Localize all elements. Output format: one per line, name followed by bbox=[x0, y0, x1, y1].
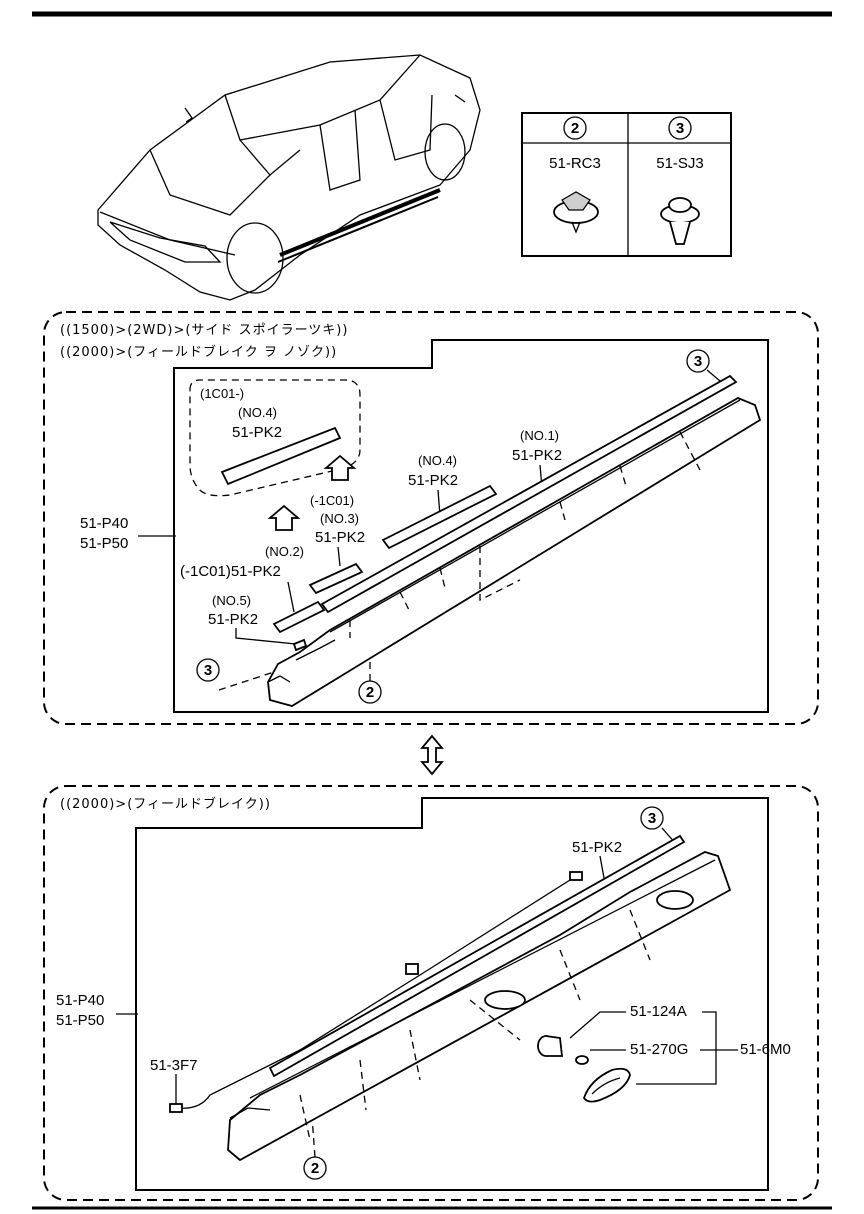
lower-frame bbox=[135, 797, 769, 1191]
clip-rc3-icon bbox=[553, 191, 599, 234]
upper-header-line1: ((1500)>(2WD)>(サイド スポイラーツキ)) bbox=[60, 323, 348, 338]
lower-270g-label: 51-270G bbox=[630, 1041, 688, 1058]
lower-124a-label: 51-124A bbox=[630, 1003, 687, 1020]
side-marker-bulb bbox=[575, 1055, 589, 1065]
no4-label: (NO.4) bbox=[418, 453, 457, 468]
inset-molding-strip bbox=[220, 426, 342, 486]
lower-6m0-label: 51-6M0 bbox=[740, 1041, 791, 1058]
up-arrow-icon bbox=[267, 504, 301, 531]
lower-p40-label: 51-P40 bbox=[56, 992, 104, 1009]
inset-pk2: 51-PK2 bbox=[232, 424, 282, 441]
upper-callout-3a: 3 bbox=[694, 353, 702, 370]
harness-connector bbox=[569, 871, 583, 881]
no1-label: (NO.1) bbox=[520, 428, 559, 443]
inset-no4: (NO.4) bbox=[238, 405, 277, 420]
up-arrow-icon bbox=[323, 454, 357, 481]
callout-3-circle bbox=[668, 116, 692, 140]
upper-callout-2: 2 bbox=[366, 684, 374, 701]
car-illustration bbox=[97, 54, 481, 301]
double-arrow-icon bbox=[420, 734, 444, 776]
no3-molding-strip bbox=[308, 562, 364, 595]
inset-code: (1C01-) bbox=[200, 386, 244, 401]
lower-3f7-label: 51-3F7 bbox=[150, 1057, 198, 1074]
callout-3-circle bbox=[196, 658, 220, 682]
no5-part: 51-PK2 bbox=[208, 611, 258, 628]
callout-3-circle bbox=[686, 349, 710, 373]
no2-molding-strip bbox=[272, 600, 326, 634]
upper-side-spoiler bbox=[267, 397, 762, 707]
no1-part: 51-PK2 bbox=[512, 447, 562, 464]
upper-header-line2: ((2000)>(フィールドブレイク ヲ ノゾク)) bbox=[60, 344, 337, 360]
no4-molding-strip bbox=[381, 484, 498, 550]
clip-sj3-icon bbox=[660, 197, 700, 245]
lower-side-sill bbox=[227, 851, 732, 1162]
wire-harness bbox=[177, 873, 581, 1109]
harness-connector bbox=[405, 963, 419, 975]
lower-callout-3: 3 bbox=[648, 810, 656, 827]
callout-3-circle bbox=[640, 806, 664, 830]
no3-label: (NO.3) bbox=[320, 511, 359, 526]
no1-molding-strip bbox=[320, 374, 738, 614]
no3-part: 51-PK2 bbox=[315, 529, 365, 546]
lower-header: ((2000)>(フィールドブレイク)) bbox=[60, 796, 271, 812]
lower-molding-strip bbox=[268, 834, 686, 1078]
upper-p50-label: 51-P50 bbox=[80, 535, 128, 552]
lower-pk2-label: 51-PK2 bbox=[572, 839, 622, 856]
no5-label: (NO.5) bbox=[212, 593, 251, 608]
upper-panel: ((1500)>(2WD)>(サイド スポイラーツキ)) ((2000)>(フィ… bbox=[43, 311, 819, 725]
clip-sj3-label: 51-SJ3 bbox=[656, 155, 704, 172]
clip-table: 2 3 51-RC3 51-SJ3 bbox=[521, 112, 732, 257]
no2-part: (-1C01)51-PK2 bbox=[180, 563, 281, 580]
side-marker-socket bbox=[537, 1035, 564, 1057]
clip-rc3-label: 51-RC3 bbox=[549, 155, 601, 172]
lower-callout-2: 2 bbox=[311, 1160, 319, 1177]
upper-callout-3b: 3 bbox=[204, 662, 212, 679]
clip-col2-number: 3 bbox=[676, 120, 684, 137]
no2-label: (NO.2) bbox=[265, 544, 304, 559]
lower-panel: ((2000)>(フィールドブレイク)) 51-P40 51-P50 51-PK… bbox=[43, 785, 819, 1201]
upper-p40-label: 51-P40 bbox=[80, 515, 128, 532]
clip-col1-number: 2 bbox=[571, 120, 579, 137]
no5-molding-strip bbox=[292, 638, 308, 652]
side-marker-lens bbox=[583, 1067, 631, 1103]
callout-2-circle bbox=[563, 116, 587, 140]
upper-frame bbox=[173, 339, 769, 713]
lower-p50-label: 51-P50 bbox=[56, 1012, 104, 1029]
no4-part: 51-PK2 bbox=[408, 472, 458, 489]
harness-connector bbox=[169, 1103, 183, 1113]
no3-code: (-1C01) bbox=[310, 493, 354, 508]
